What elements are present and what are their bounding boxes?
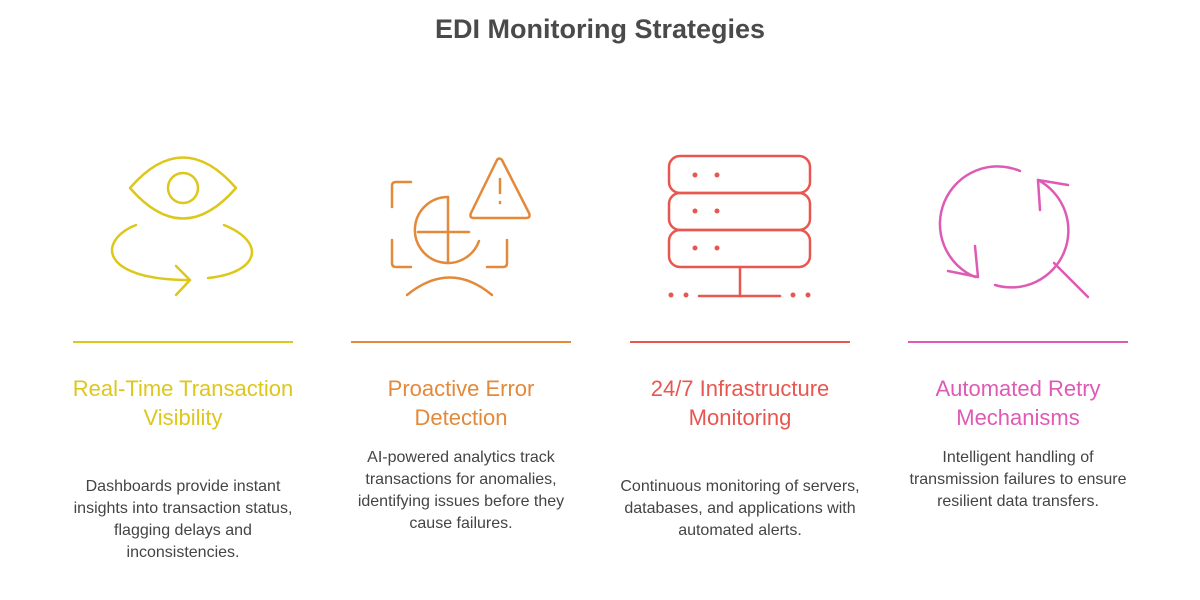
- strategy-title: 24/7 Infrastructure Monitoring: [650, 376, 830, 430]
- strategy-title: Real-Time Transaction Visibility: [72, 376, 294, 430]
- strategy-description: AI-powered analytics track transactions …: [357, 449, 565, 532]
- strategy-real-time-visibility: Real-Time Transaction Visibility Dashboa…: [73, 0, 293, 600]
- divider: [73, 341, 293, 343]
- page-title: EDI Monitoring Strategies: [434, 14, 766, 44]
- divider: [630, 341, 850, 343]
- strategy-proactive-error-detection: Proactive Error Detection AI-powered ana…: [351, 0, 571, 600]
- strategy-title: Automated Retry Mechanisms: [935, 376, 1101, 430]
- divider: [908, 341, 1128, 343]
- strategy-automated-retry: Automated Retry Mechanisms Intelligent h…: [908, 0, 1128, 600]
- strategy-description: Dashboards provide instant insights into…: [73, 478, 293, 561]
- refresh-search-icon: [908, 145, 1128, 305]
- strategy-description: Intelligent handling of transmission fai…: [909, 449, 1127, 510]
- server-icon: [630, 145, 850, 305]
- strategy-title: Proactive Error Detection: [387, 376, 535, 430]
- strategy-description: Continuous monitoring of servers, databa…: [620, 478, 860, 539]
- face-scan-warning-icon: [351, 145, 571, 305]
- divider: [351, 341, 571, 343]
- eye-rotate-icon: [73, 145, 293, 305]
- strategy-infrastructure-monitoring: 24/7 Infrastructure Monitoring Continuou…: [620, 0, 860, 600]
